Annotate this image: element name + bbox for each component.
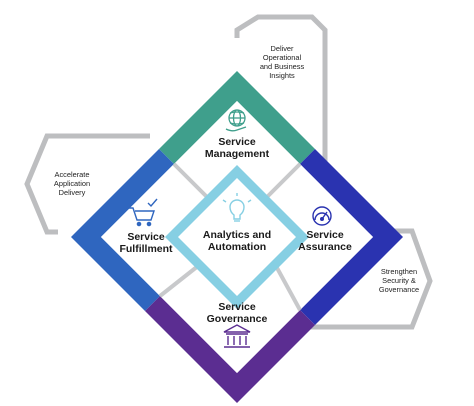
- quadrant-assurance-band: [300, 149, 403, 325]
- label-assurance: Service Assurance: [298, 229, 352, 253]
- outcome-right-line1: Strengthen: [381, 267, 417, 276]
- management-line1: Service: [218, 136, 256, 148]
- quadrant-management-face: [174, 101, 300, 198]
- speedometer-gauge-icon: [312, 206, 332, 226]
- quadrant-governance-band: [145, 296, 315, 403]
- outcome-left-line3: Delivery: [59, 188, 86, 197]
- outcome-top-line4: Insights: [269, 71, 295, 80]
- outcome-top-line3: and Business: [260, 62, 305, 71]
- center-diamond: [165, 165, 309, 309]
- outcome-top-line2: Operational: [263, 53, 302, 62]
- outcome-top-line1: Deliver: [271, 44, 295, 53]
- quadrant-management-band: [159, 71, 315, 164]
- label-fulfillment: Service Fulfillment: [119, 231, 173, 255]
- quadrant-assurance-face: [266, 164, 373, 310]
- lightbulb-gear-icon: [222, 193, 252, 222]
- center-line2: Automation: [208, 241, 266, 253]
- management-line2: Management: [205, 148, 270, 160]
- connector-left: [24, 133, 150, 235]
- outcome-left-line2: Application: [54, 179, 90, 188]
- outcome-right-line3: Governance: [379, 285, 419, 294]
- outcome-right-line2: Security &: [382, 276, 416, 285]
- outcome-left-label: Accelerate Application Delivery: [54, 170, 90, 197]
- outcome-top-label: Deliver Operational and Business Insight…: [260, 44, 305, 80]
- quadrant-fulfillment-band: [71, 149, 174, 311]
- label-management: Service Management: [205, 136, 270, 160]
- quadrant-separators: [158, 162, 302, 311]
- outcome-left-line1: Accelerate: [55, 170, 90, 179]
- fulfillment-line1: Service: [127, 231, 165, 243]
- diamond-quadrants: [71, 71, 403, 403]
- governance-line1: Service: [218, 301, 256, 313]
- label-center: Analytics and Automation: [203, 229, 271, 253]
- quadrant-governance-face: [160, 266, 300, 373]
- center-line1: Analytics and: [203, 229, 271, 241]
- quadrant-fulfillment-face: [101, 164, 208, 296]
- globe-hand-icon: [225, 109, 247, 132]
- bank-building-icon: [223, 324, 251, 348]
- label-governance: Service Governance: [207, 301, 268, 325]
- outcome-right-label: Strengthen Security & Governance: [379, 267, 419, 294]
- assurance-line2: Assurance: [298, 241, 352, 253]
- center-face: [178, 178, 296, 296]
- governance-line2: Governance: [207, 313, 268, 325]
- connector-top: [234, 14, 328, 200]
- shopping-cart-check-icon: [128, 198, 158, 227]
- assurance-line1: Service: [306, 229, 344, 241]
- fulfillment-line2: Fulfillment: [119, 243, 173, 255]
